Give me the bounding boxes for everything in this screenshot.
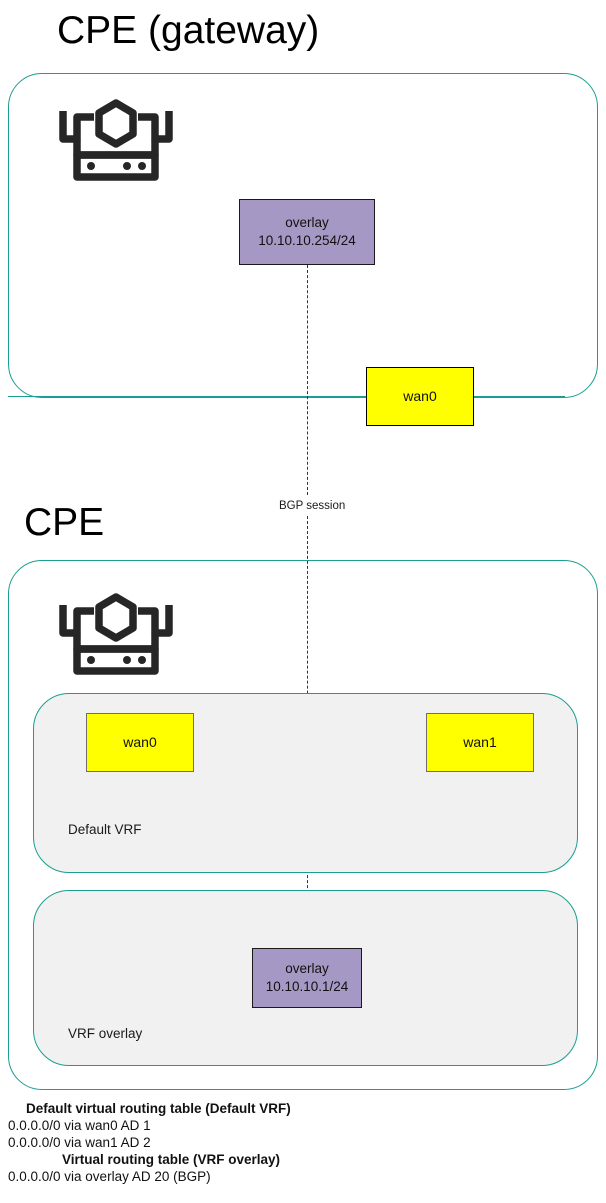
router-icon (53, 98, 179, 182)
overlay-interface-name: overlay (285, 961, 329, 976)
routing-table-route: 0.0.0.0/0 via overlay AD 20 (BGP) (8, 1169, 211, 1184)
interface-label: wan0 (403, 388, 437, 404)
overlay-interface-address: 10.10.10.254/24 (258, 233, 356, 248)
wan0-link-right (474, 396, 565, 397)
cpe-interface-wan1[interactable]: wan1 (426, 713, 534, 772)
overlay-interface-address: 10.10.10.1/24 (265, 979, 349, 994)
wan0-link-left (8, 396, 366, 397)
gateway-device-container (8, 73, 598, 398)
cpe-overlay-interface[interactable]: overlay 10.10.10.1/24 (252, 948, 362, 1008)
interface-label: wan1 (463, 734, 497, 750)
bgp-session-line-upper (307, 265, 308, 495)
gateway-section-title: CPE (gateway) (57, 9, 320, 52)
routing-table-route: 0.0.0.0/0 via wan0 AD 1 (8, 1118, 151, 1133)
cpe-device-container (8, 560, 598, 1090)
interface-label: wan0 (123, 734, 157, 750)
cpe-interface-wan0[interactable]: wan0 (86, 713, 194, 772)
routing-table-heading: Virtual routing table (VRF overlay) (62, 1152, 281, 1167)
bgp-session-label: BGP session (277, 498, 348, 514)
gateway-overlay-interface[interactable]: overlay 10.10.10.254/24 (239, 199, 375, 265)
cpe-section-title: CPE (24, 501, 105, 544)
gateway-interface-wan0[interactable]: wan0 (366, 367, 474, 426)
routing-table-route: 0.0.0.0/0 via wan1 AD 2 (8, 1135, 151, 1150)
vrf-overlay-label: VRF overlay (68, 1026, 143, 1041)
vrf-default-label: Default VRF (68, 822, 142, 837)
routing-tables: Default virtual routing table (Default V… (0, 1100, 606, 1185)
router-icon (53, 592, 179, 676)
routing-table-heading: Default virtual routing table (Default V… (26, 1101, 291, 1116)
overlay-interface-name: overlay (285, 215, 329, 230)
